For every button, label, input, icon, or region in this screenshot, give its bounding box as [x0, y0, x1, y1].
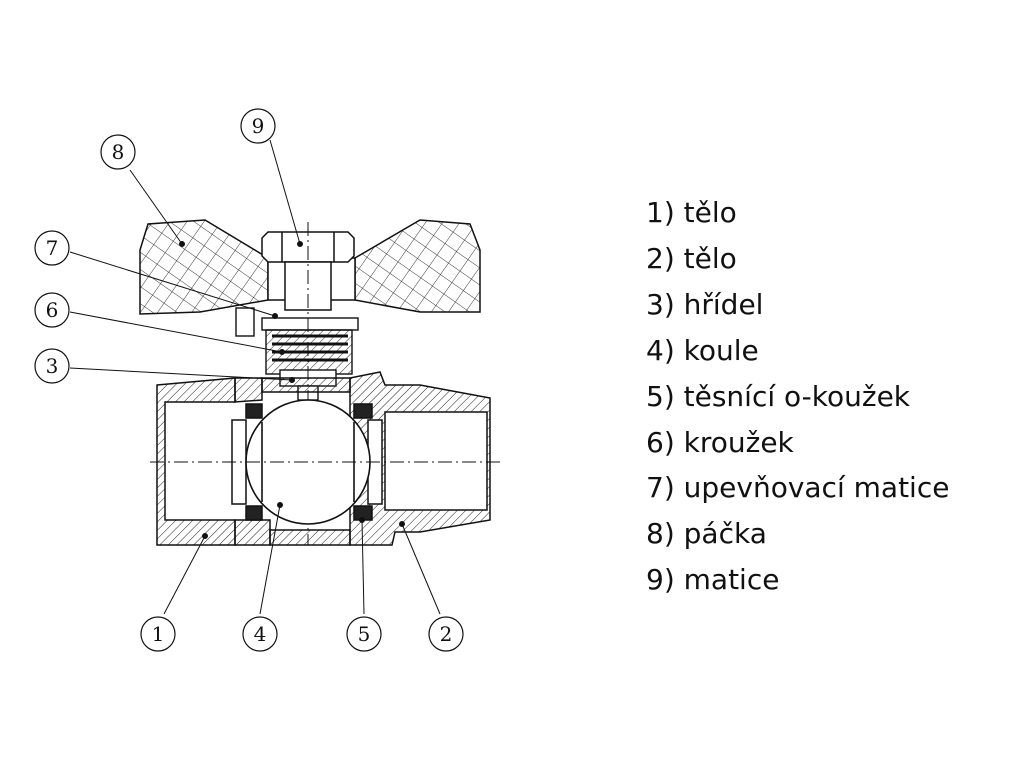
svg-text:7: 7 [46, 236, 59, 260]
callout-3: 3 [34, 348, 70, 384]
legend-item: 5) těsnící o-koužek [646, 379, 911, 413]
svg-text:9: 9 [252, 114, 265, 138]
legend-item: 9) matice [646, 563, 780, 597]
svg-text:4: 4 [254, 622, 267, 646]
svg-text:8: 8 [112, 140, 125, 164]
legend-item: 1) tělo [646, 196, 737, 229]
callout-2: 2 [428, 616, 464, 652]
body-right [349, 371, 491, 546]
leader-lines [69, 139, 441, 615]
callout-7: 7 [34, 230, 70, 266]
callout-4: 4 [242, 616, 278, 652]
legend-item: 2) tělo [646, 241, 737, 275]
callout-1: 1 [140, 616, 176, 652]
legend-item: 6) kroužek [646, 425, 794, 459]
callout-8: 8 [100, 134, 136, 170]
svg-text:3: 3 [46, 354, 59, 378]
svg-text:1: 1 [152, 622, 165, 646]
parts-legend: 1) tělo 2) tělo 3) hřídel 4) koule 5) tě… [646, 190, 949, 603]
svg-text:6: 6 [46, 298, 59, 322]
handle-lever [139, 219, 481, 315]
legend-item: 4) koule [646, 333, 759, 367]
callout-9: 9 [240, 108, 276, 144]
svg-text:5: 5 [358, 622, 371, 646]
callout-6: 6 [34, 292, 70, 328]
callout-5: 5 [346, 616, 382, 652]
legend-item: 3) hřídel [646, 287, 764, 321]
legend-item: 7) upevňovací matice [646, 471, 950, 505]
legend-item: 8) páčka [646, 517, 767, 551]
svg-text:2: 2 [440, 622, 453, 646]
ball-valve-section-drawing: 9 8 7 6 3 1 4 5 2 [34, 108, 500, 652]
